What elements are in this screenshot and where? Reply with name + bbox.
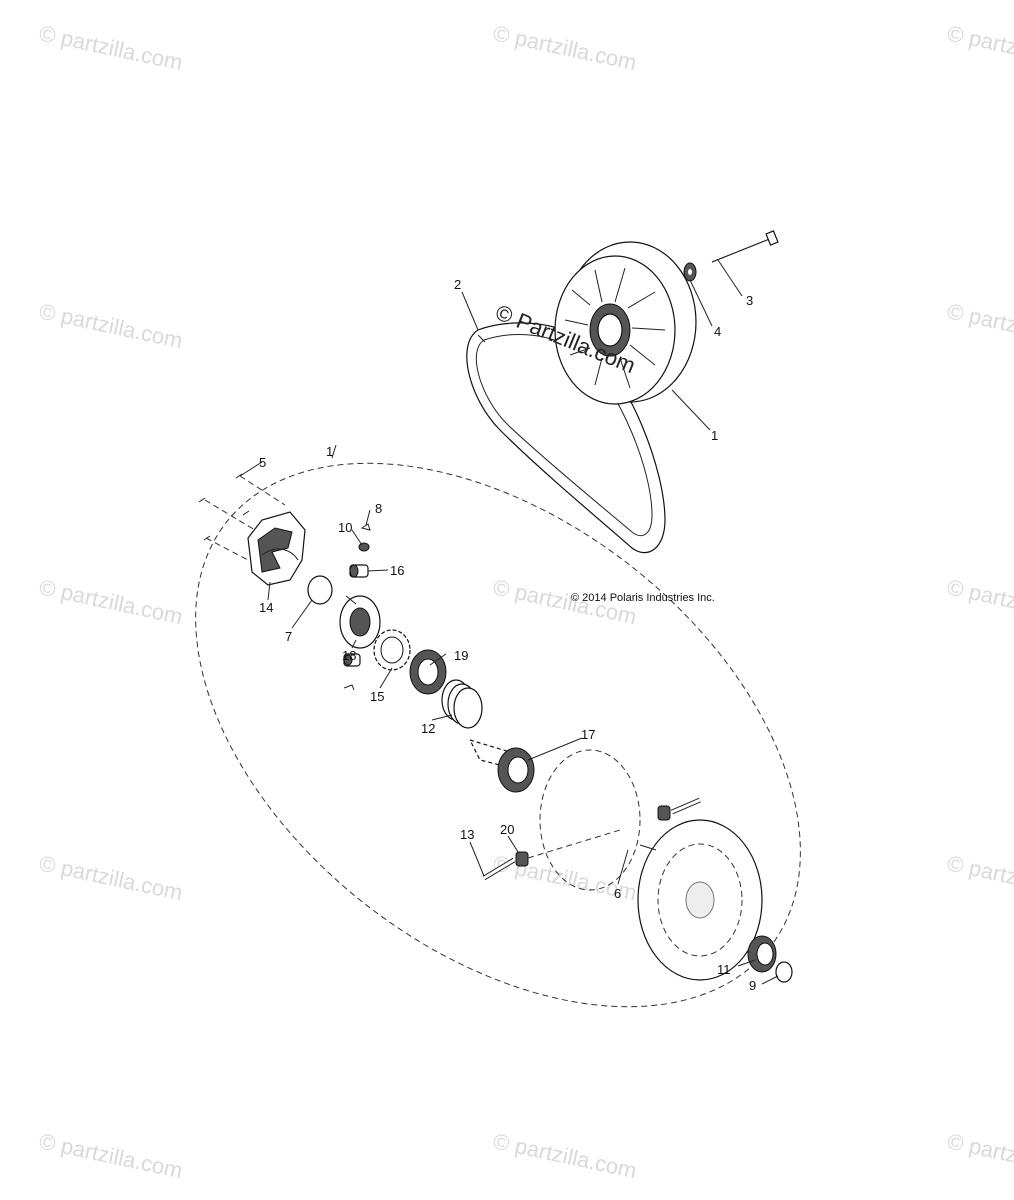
callout-13: 13 <box>460 827 474 842</box>
callout-3: 3 <box>746 293 753 308</box>
watermark-text: © partzilla.com <box>945 1128 1014 1183</box>
watermark-text: © partzilla.com <box>945 850 1014 905</box>
callout-10: 10 <box>338 520 352 535</box>
spring-icon <box>441 679 483 729</box>
callout-19: 19 <box>454 648 468 663</box>
watermark-text: © partzilla.com <box>37 298 185 353</box>
pulley-icon <box>554 241 697 405</box>
callout-1-top: 1 <box>711 428 718 443</box>
callout-16: 16 <box>390 563 404 578</box>
watermark-text: © partzilla.com <box>491 20 639 75</box>
copyright-text: © 2014 Polaris Industries Inc. <box>571 592 715 604</box>
callout-9: 9 <box>749 978 756 993</box>
washer-19-icon <box>409 649 447 695</box>
bearing-icon <box>468 739 535 793</box>
callout-15: 15 <box>370 689 384 704</box>
watermark-text: © partzilla.com <box>37 574 185 629</box>
watermark-text: © partzilla.com <box>37 850 185 905</box>
gear-ring-icon <box>373 629 411 671</box>
bushing-icon <box>343 653 361 691</box>
watermark-text: © partzilla.com <box>945 298 1014 353</box>
hub-icon <box>339 595 381 649</box>
bearing-11-icon <box>747 935 793 983</box>
callout-11: 11 <box>717 962 731 977</box>
fixed-sheave-icon <box>637 819 763 981</box>
watermark-text: © partzilla.com <box>37 20 185 75</box>
roller-icon <box>657 797 701 821</box>
bolt-icon <box>711 230 779 263</box>
leader-lines <box>239 259 779 985</box>
watermark-text: © partzilla.com <box>945 574 1014 629</box>
callout-20: 20 <box>500 822 514 837</box>
callout-7: 7 <box>285 629 292 644</box>
callout-12: 12 <box>421 721 435 736</box>
callout-8: 8 <box>375 501 382 516</box>
watermark-text: © partzilla.com <box>945 20 1014 75</box>
callout-14: 14 <box>259 600 273 615</box>
callout-2: 2 <box>454 277 461 292</box>
callout-4: 4 <box>714 324 721 339</box>
screw-icon <box>198 473 286 561</box>
washer-icon <box>683 262 697 282</box>
callout-1-bottom: 1 <box>326 444 333 459</box>
sheave-outline <box>539 749 641 891</box>
fastener-group <box>349 523 371 578</box>
spider-icon <box>247 511 306 586</box>
callout-17: 17 <box>581 727 595 742</box>
assembly-outline <box>195 462 801 1008</box>
callout-5: 5 <box>259 455 266 470</box>
watermark-text: © partzilla.com <box>491 1128 639 1183</box>
pin-icon <box>482 829 621 881</box>
ring-icon <box>307 575 333 605</box>
callouts: 2 3 4 1 1 5 8 10 16 14 7 18 15 19 12 17 … <box>259 277 756 993</box>
callout-18: 18 <box>342 648 356 663</box>
callout-6: 6 <box>614 886 621 901</box>
watermark-text: © partzilla.com <box>37 1128 185 1183</box>
watermarks: © partzilla.com © partzilla.com © partzi… <box>37 20 1014 1183</box>
